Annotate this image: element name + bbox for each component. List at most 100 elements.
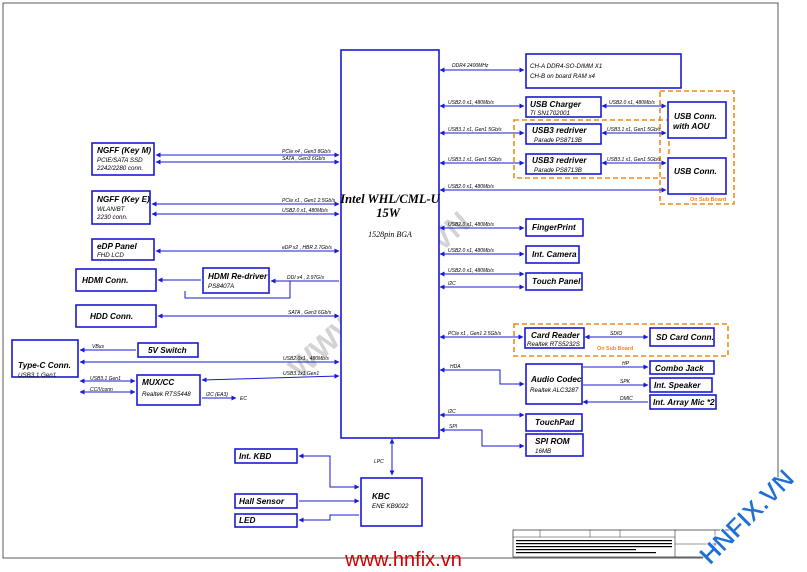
bus-ddr-label: DDR4 2400MHz [452, 63, 489, 69]
bus-ngffe-pcie-label: PCIe x1 , Gen1 2.5Gb/s [282, 198, 336, 204]
sub-board-usb-right [659, 90, 735, 205]
bus-kbd [298, 453, 360, 490]
card-reader-sub: Realtek RTS5232S [527, 341, 581, 348]
muxcc-block[interactable] [136, 374, 201, 406]
bus-redriver2-to-usb-label: USB3.1 x1, Gen1 5Gb/s [607, 157, 661, 163]
bus-ngffe-usb-label: USB2.0 x1, 480Mb/s [282, 208, 328, 214]
sw5v-block[interactable] [137, 342, 199, 358]
bus-ddi-label: DDI x4 , 2.97G/s [287, 275, 324, 281]
sd-card-title: SD Card Conn. [656, 333, 714, 342]
card-reader-title: Card Reader [531, 331, 581, 340]
typec-sub: USB3.1 Gen1 [18, 372, 56, 379]
hdmi-conn-title: HDMI Conn. [82, 276, 128, 285]
ngff-m-title: NGFF (Key M) [97, 146, 151, 155]
hall-sensor-block[interactable] [234, 493, 298, 509]
combo-jack-block[interactable] [649, 360, 715, 375]
ddr-line2: CH-B on board RAM x4 [530, 73, 596, 80]
hdmi-redriver-sub: PS8407A [208, 283, 234, 290]
usb3-redriver-1-block[interactable] [525, 123, 602, 145]
card-reader-block[interactable] [524, 327, 585, 349]
bus-redriver1-to-aou-label: USB3.1 x1, Gen1 5Gb/s [607, 127, 661, 133]
audio-codec-title: Audio Codec [530, 375, 582, 384]
bus-charger-to-aou-label: USB2.0 x1, 480Mb/s [609, 100, 655, 106]
hdmi-conn-block[interactable] [75, 268, 157, 292]
edp-title: eDP Panel [97, 242, 137, 251]
sd-card-block[interactable] [649, 327, 715, 347]
sub-board-usb-label: On Sub Board [690, 197, 726, 203]
bus-hdmi-aux [184, 281, 291, 299]
led-block[interactable] [234, 513, 298, 528]
page-frame [2, 2, 779, 559]
ngff-m-block[interactable] [91, 142, 155, 176]
bus-ngffm-pcie-label: PCIe x4 , Gen3 8Gb/s [282, 149, 331, 155]
bus-hda-label: HDA [450, 364, 461, 370]
touch-panel-title: Touch Panel [532, 277, 581, 286]
sub-board-card [513, 323, 729, 357]
typec-block[interactable] [11, 339, 79, 378]
bus-ngffm-sata-label: SATA , Gen3 6Gb/s [282, 156, 326, 162]
bus-usb2-to-usb-conn-label: USB2.0 x1, 480Mb/s [448, 184, 494, 190]
int-kbd-block[interactable] [234, 448, 298, 464]
ngff-e-block[interactable] [91, 190, 151, 225]
bus-usb31-typec-label: USB3.1x1,Gen1 [283, 371, 319, 377]
bus-hp-label: HP [622, 361, 630, 367]
fingerprint-title: FingerPrint [532, 223, 576, 232]
array-mic-block[interactable] [649, 394, 717, 410]
touch-panel-block[interactable] [525, 272, 583, 291]
bus-usb-charger-label: USB2.0 x1, 480Mb/s [448, 100, 494, 106]
usb-charger-block[interactable] [525, 96, 602, 118]
bus-camera-label: USB2.0 x1, 480Mb/s [448, 248, 494, 254]
fingerprint-block[interactable] [525, 218, 584, 237]
camera-title: Int. Camera [532, 250, 577, 259]
muxcc-title: MUX/CC [142, 378, 175, 387]
footer-url[interactable]: www.hnfix.vn [345, 549, 462, 571]
touchpad-title: TouchPad [535, 418, 575, 427]
bus-sata-hdd-label: SATA , Gen3 6Gb/s [288, 310, 332, 316]
ngff-e-sub1: WLAN/BT [97, 206, 126, 213]
kbc-sub: ENE KB9022 [372, 503, 409, 510]
bus-spi-label: SPI [449, 424, 458, 430]
bus-touch-panel-i2c-label: I2C [448, 281, 456, 287]
usb-conn-aou-title1: USB Conn. [674, 112, 717, 121]
usb-conn-aou-block[interactable] [667, 101, 727, 139]
hdd-block[interactable] [75, 304, 157, 328]
usb3-redriver-2-block[interactable] [525, 153, 602, 175]
ngff-e-title: NGFF (Key E) [97, 195, 150, 204]
bus-spk-label: SPK [620, 379, 631, 385]
cpu-block[interactable] [340, 49, 440, 439]
kbc-block[interactable] [360, 477, 423, 527]
bus-i2c-ec-label: I2C (EA3) [206, 392, 228, 398]
ngff-m-sub1: PCIE/SATA SSD [97, 157, 143, 164]
bus-edp-label: eDP x2 , HBR 2.7Gb/s [282, 245, 332, 251]
audio-codec-sub: Realtek ALC3287 [530, 387, 579, 394]
camera-block[interactable] [525, 245, 580, 264]
hdmi-redriver-block[interactable] [202, 267, 270, 294]
speaker-block[interactable] [649, 377, 713, 393]
audio-codec-block[interactable] [525, 363, 583, 405]
ddr-line1: CH-A DDR4-SO-DIMM X1 [530, 63, 602, 70]
usb-conn-block[interactable] [667, 157, 727, 195]
ec-label: EC [240, 396, 247, 402]
spi-rom-block[interactable] [525, 433, 584, 457]
bus-spi [439, 427, 525, 449]
bus-touch-panel-usb-label: USB2.0 x1, 480Mb/s [448, 268, 494, 274]
bus-led [298, 514, 359, 523]
touchpad-block[interactable] [525, 413, 583, 432]
edp-sub: FHD LCD [97, 252, 124, 259]
cpu-power: 15W [376, 206, 401, 220]
bus-card-reader-label: PCIe x1 , Gen1 2.5Gb/s [448, 331, 502, 337]
usb3-redriver-1-title: USB3 redriver [532, 126, 587, 135]
led-title: LED [239, 516, 255, 525]
usb3-redriver-2-sub: Parade PS8713B [534, 167, 582, 174]
usb-conn-title: USB Conn. [674, 167, 717, 176]
usb3-redriver-1-sub: Parade PS8713B [534, 137, 582, 144]
sw5v-title: 5V Switch [148, 346, 187, 355]
bus-lpc-label: LPC [374, 459, 384, 465]
edp-block[interactable] [91, 238, 155, 261]
ddr-block[interactable] [525, 53, 682, 89]
usb3-redriver-2-title: USB3 redriver [532, 156, 587, 165]
hall-sensor-title: Hall Sensor [239, 497, 285, 506]
cpu-title: Intel WHL/CML-U [339, 192, 440, 206]
array-mic-title: Int. Array Mic *2 [653, 398, 715, 407]
